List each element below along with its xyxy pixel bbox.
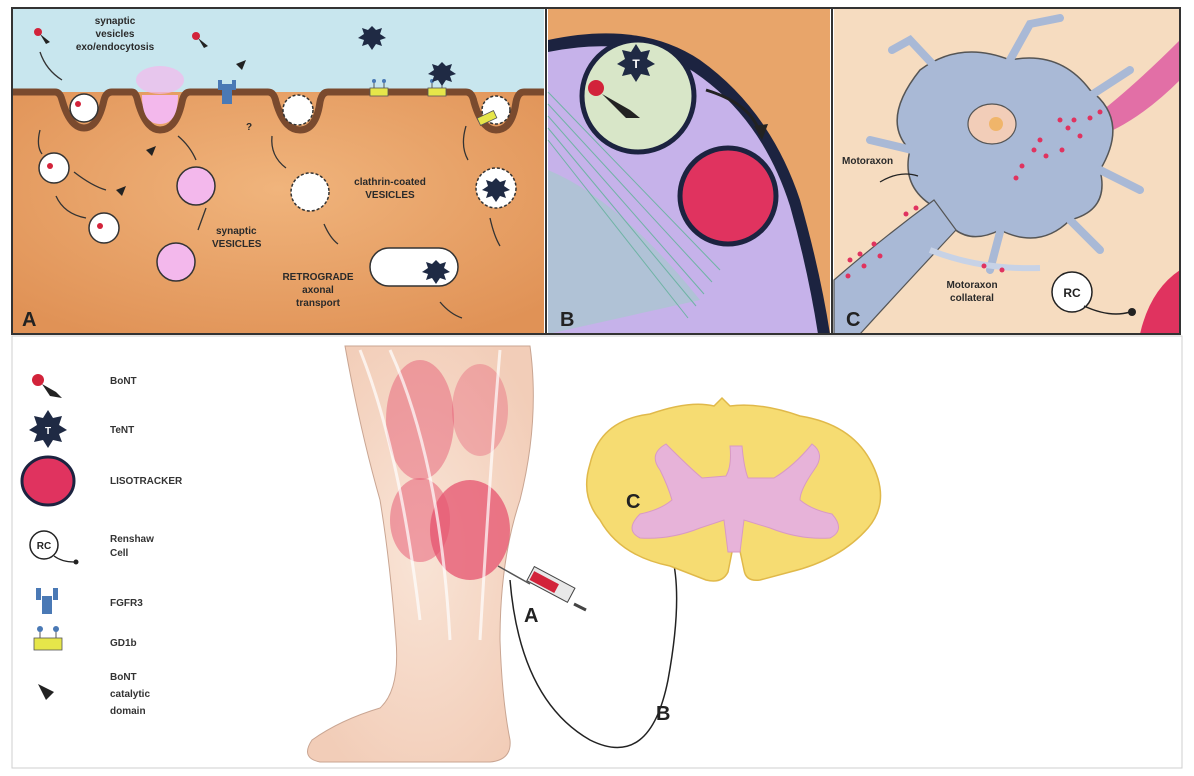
label-synaptic-exo-1: synaptic — [95, 16, 136, 27]
legend-lisotracker-label: LISOTRACKER — [110, 476, 183, 487]
legend-rc-text: RC — [37, 541, 51, 552]
legend-fgfr3: FGFR3 — [36, 588, 143, 614]
label-collateral-2: collateral — [950, 293, 994, 304]
legend-catalytic-label-1: BoNT — [110, 672, 137, 683]
label-clathrin-1: clathrin-coated — [354, 177, 426, 188]
lysotracker-vesicle — [680, 148, 776, 244]
bottom-border — [12, 336, 1182, 768]
label-retrograde-3: transport — [296, 298, 341, 309]
exocytosis-cloud — [136, 66, 184, 94]
endocytic-vesicle — [70, 94, 98, 122]
renshaw-terminal — [1128, 308, 1136, 316]
legend-renshaw: RC Renshaw Cell — [30, 531, 154, 565]
label-clathrin-2: VESICLES — [365, 190, 415, 201]
panel-c: RC Motoraxon Motoraxon collateral C — [834, 8, 1180, 334]
panel-b-letter: B — [560, 309, 574, 331]
legend-fgfr3-label: FGFR3 — [110, 598, 143, 609]
muscle-upper-1 — [386, 360, 454, 480]
panel-a: synaptic vesicles exo/endocytosis ? syna… — [12, 8, 544, 334]
legend: BoNT T TeNT LISOTRACKER RC Renshaw Cell … — [22, 374, 183, 717]
label-synaptic-vesicles-1: synaptic — [216, 226, 257, 237]
leg-illustration: A — [308, 346, 587, 762]
panel-b: T B — [548, 8, 830, 334]
label-motoraxon: Motoraxon — [842, 156, 893, 167]
legend-catalytic-label-2: catalytic — [110, 689, 150, 700]
nucleolus — [989, 117, 1003, 131]
spinal-cord: C — [587, 398, 881, 581]
label-b-bottom: B — [656, 703, 670, 725]
label-synaptic-vesicles-2: VESICLES — [212, 239, 262, 250]
legend-lisotracker: LISOTRACKER — [22, 457, 183, 505]
panel-a-letter: A — [22, 309, 36, 331]
label-synaptic-exo-3: exo/endocytosis — [76, 42, 155, 53]
legend-gd1b: GD1b — [34, 626, 137, 650]
coated-pit-vesicle — [283, 95, 313, 125]
label-c-bottom: C — [626, 491, 640, 513]
legend-tent: T TeNT — [29, 410, 134, 448]
legend-tent-letter: T — [45, 426, 51, 437]
muscle-upper-2 — [452, 364, 508, 456]
leg-label-a: A — [524, 605, 538, 627]
rc-label: RC — [1063, 286, 1081, 300]
legend-tent-label: TeNT — [110, 425, 134, 436]
legend-catalytic: BoNT catalytic domain — [38, 672, 150, 717]
label-question-mark: ? — [246, 122, 252, 133]
bont-in-vesicle — [588, 80, 604, 96]
legend-bont-label: BoNT — [110, 376, 137, 387]
legend-catalytic-label-3: domain — [110, 706, 146, 717]
legend-gd1b-label: GD1b — [110, 638, 137, 649]
tent-letter: T — [632, 57, 640, 71]
legend-renshaw-label-2: Cell — [110, 548, 129, 559]
label-collateral-1: Motoraxon — [946, 280, 997, 291]
legend-renshaw-label-1: Renshaw — [110, 534, 154, 545]
label-synaptic-exo-2: vesicles — [96, 29, 135, 40]
panel-c-letter: C — [846, 309, 860, 331]
label-retrograde-2: axonal — [302, 285, 334, 296]
legend-bont: BoNT — [32, 374, 137, 398]
label-retrograde-1: RETROGRADE — [282, 272, 353, 283]
